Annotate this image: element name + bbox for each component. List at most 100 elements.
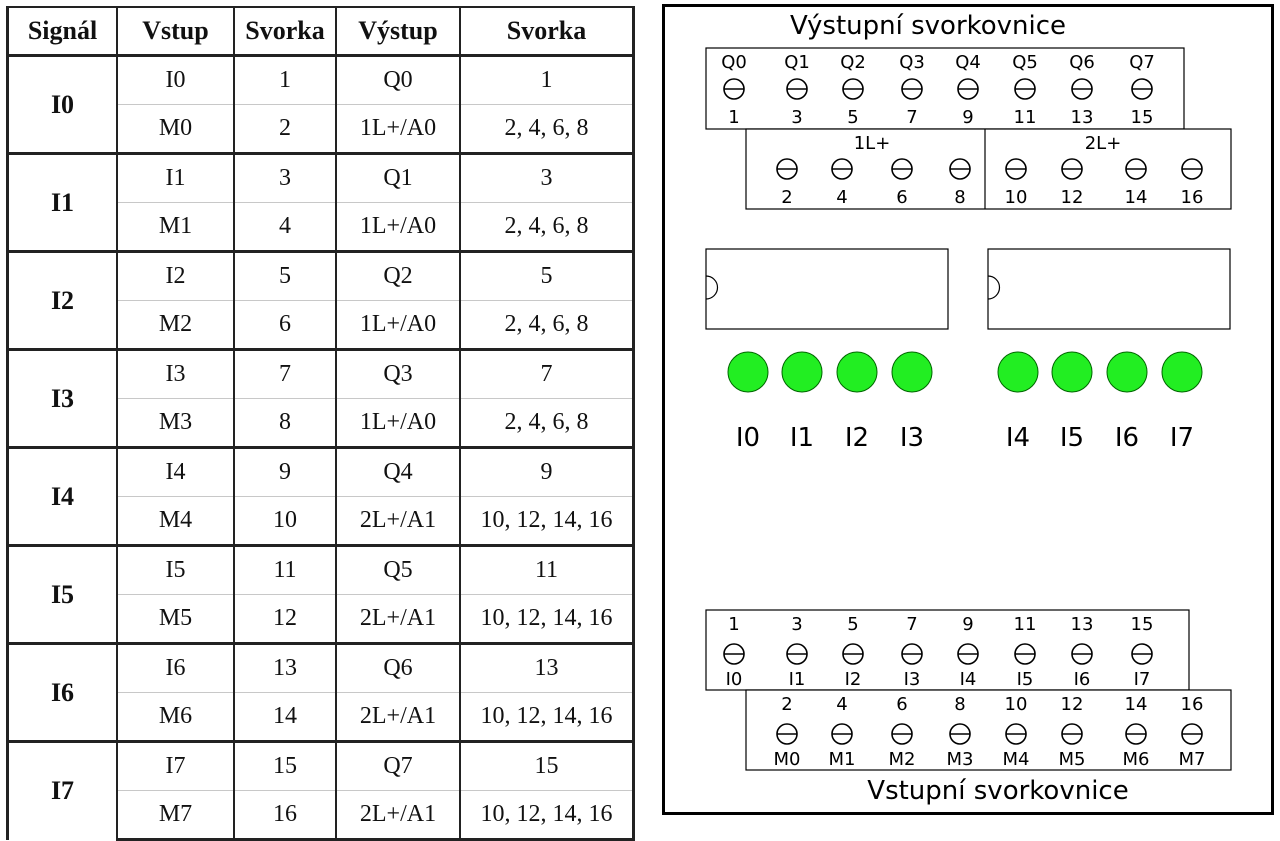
input-terminal-label: I0	[726, 669, 743, 690]
status-led-icon	[1106, 351, 1148, 393]
input-terminal-block-2	[745, 689, 1232, 771]
output-terminal-number: 15	[1131, 107, 1154, 128]
output-cell: Q6	[335, 642, 461, 693]
led-label: I7	[1170, 423, 1194, 453]
output-terminal-number: 7	[906, 107, 917, 128]
output-terminal-cell: 10, 12, 14, 16	[459, 594, 635, 645]
signal-cell: I3	[6, 348, 118, 448]
input-cell: I0	[116, 54, 235, 105]
signal-cell: I7	[6, 740, 118, 840]
output-terminal-number: 11	[1014, 107, 1037, 128]
input-terminal-number: 9	[962, 614, 973, 635]
output-cell: 2L+/A1	[335, 692, 461, 743]
led-label: I6	[1115, 423, 1139, 453]
input-terminal-cell: 7	[233, 348, 337, 399]
status-led-icon	[836, 351, 878, 393]
output-cell: 2L+/A1	[335, 496, 461, 547]
output-terminal-number: 5	[847, 107, 858, 128]
output-common-number: 8	[954, 187, 965, 208]
output-terminal-number: 3	[791, 107, 802, 128]
input-terminal-cell: 11	[233, 544, 337, 595]
led-label: I0	[736, 423, 760, 453]
input-terminal-number: 1	[728, 614, 739, 635]
input-common-label: M2	[889, 749, 916, 770]
input-common-label: M1	[829, 749, 856, 770]
header-input: Vstup	[116, 6, 235, 57]
input-terminal-number: 5	[847, 614, 858, 635]
input-terminal-label: I5	[1017, 669, 1034, 690]
input-terminal-cell: 8	[233, 398, 337, 449]
input-common-number: 6	[896, 694, 907, 715]
signal-cell: I0	[6, 54, 118, 154]
header-output: Výstup	[335, 6, 461, 57]
input-cell: M7	[116, 790, 235, 841]
output-terminal-cell: 1	[459, 54, 635, 105]
input-terminal-cell: 13	[233, 642, 337, 693]
signal-cell: I4	[6, 446, 118, 546]
input-terminal-label: I6	[1074, 669, 1091, 690]
table-header-row: Signál Vstup Svorka Výstup Svorka	[6, 6, 635, 57]
led-label: I2	[845, 423, 869, 453]
input-cell: I3	[116, 348, 235, 399]
status-led-icon	[781, 351, 823, 393]
input-common-label: M4	[1003, 749, 1030, 770]
group-label-2l: 2L+	[1085, 133, 1122, 154]
led-label: I1	[790, 423, 814, 453]
chip-notch	[987, 275, 1001, 300]
input-common-label: M5	[1059, 749, 1086, 770]
output-cell: Q3	[335, 348, 461, 399]
output-terminal-block-1	[705, 47, 1185, 130]
output-cell: 2L+/A1	[335, 790, 461, 841]
header-terminal-out: Svorka	[459, 6, 635, 57]
output-common-number: 16	[1181, 187, 1204, 208]
input-cell: I2	[116, 250, 235, 301]
output-common-number: 4	[836, 187, 847, 208]
input-cell: M5	[116, 594, 235, 645]
input-cell: M3	[116, 398, 235, 449]
input-cell: I4	[116, 446, 235, 497]
output-terminal-label: Q0	[721, 52, 747, 73]
status-led-icon	[891, 351, 933, 393]
input-common-number: 2	[781, 694, 792, 715]
input-cell: M2	[116, 300, 235, 351]
input-cell: I5	[116, 544, 235, 595]
input-terminal-label: I3	[904, 669, 921, 690]
status-led-icon	[997, 351, 1039, 393]
output-terminal-number: 1	[728, 107, 739, 128]
input-cell: M1	[116, 202, 235, 253]
output-common-number: 6	[896, 187, 907, 208]
output-terminal-cell: 2, 4, 6, 8	[459, 202, 635, 253]
input-terminal-cell: 6	[233, 300, 337, 351]
input-terminal-cell: 3	[233, 152, 337, 203]
input-terminal-number: 13	[1071, 614, 1094, 635]
signal-cell: I5	[6, 544, 118, 644]
plc-terminal-diagram: Výstupní svorkovnice Vstupní svorkovnice…	[662, 4, 1274, 815]
output-cell: 1L+/A0	[335, 398, 461, 449]
header-terminal-in: Svorka	[233, 6, 337, 57]
output-terminal-cell: 2, 4, 6, 8	[459, 300, 635, 351]
input-cell: M6	[116, 692, 235, 743]
input-terminal-label: I2	[845, 669, 862, 690]
input-terminal-label: I1	[789, 669, 806, 690]
output-terminal-cell: 11	[459, 544, 635, 595]
input-common-label: M7	[1179, 749, 1206, 770]
output-terminal-label: Q4	[955, 52, 981, 73]
output-terminal-label: Q5	[1012, 52, 1038, 73]
input-cell: I6	[116, 642, 235, 693]
output-common-number: 14	[1125, 187, 1148, 208]
output-terminal-cell: 5	[459, 250, 635, 301]
output-cell: 1L+/A0	[335, 300, 461, 351]
status-led-icon	[1161, 351, 1203, 393]
input-cell: I7	[116, 740, 235, 791]
